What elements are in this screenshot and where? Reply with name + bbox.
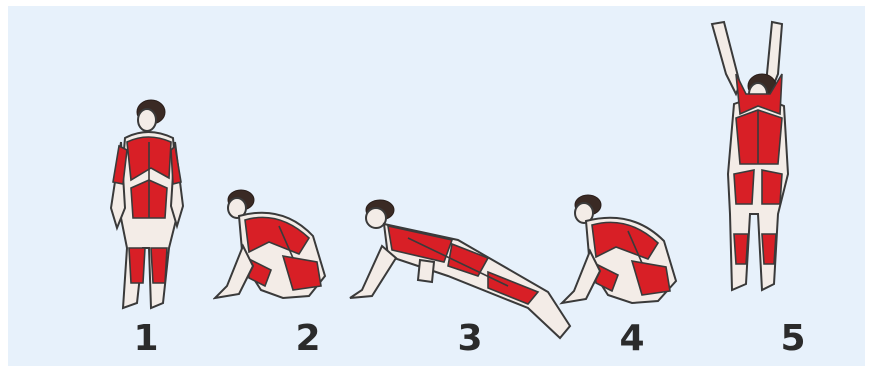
step-number-2: 2	[278, 318, 338, 359]
step-number-4: 4	[602, 318, 662, 359]
figure-squat-2	[558, 191, 688, 311]
exercise-panel: 1 2 3 4 5	[8, 6, 865, 366]
step-number-1: 1	[116, 318, 176, 359]
step-number-3: 3	[440, 318, 500, 359]
figure-standing	[103, 98, 193, 318]
figure-jump	[700, 14, 810, 304]
step-number-5: 5	[763, 318, 823, 359]
figure-squat-1	[213, 186, 333, 306]
